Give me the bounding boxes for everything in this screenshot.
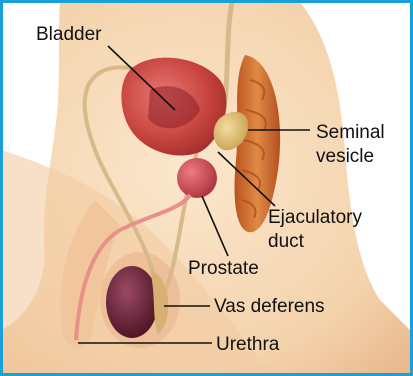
label-ejaculatory-line1: Ejaculatory <box>268 207 362 228</box>
testis <box>106 266 158 338</box>
prostate <box>177 158 217 198</box>
label-bladder: Bladder <box>36 24 102 45</box>
label-urethra: Urethra <box>216 334 280 355</box>
label-seminal-line2: vesicle <box>316 146 374 167</box>
label-ejaculatory-line2: duct <box>268 231 305 252</box>
label-seminal-line1: Seminal <box>316 122 385 143</box>
label-prostate: Prostate <box>188 258 259 279</box>
label-vas-deferens: Vas deferens <box>214 296 325 317</box>
